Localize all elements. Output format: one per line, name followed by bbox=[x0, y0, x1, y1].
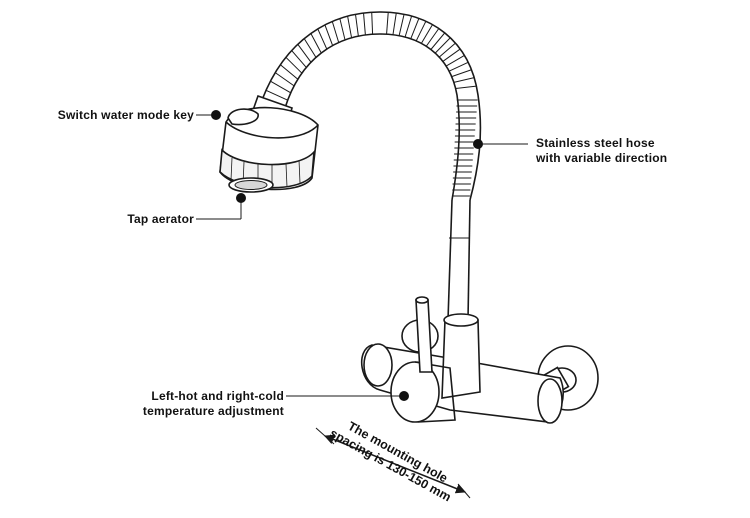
hose-ring bbox=[415, 21, 427, 42]
hose-ring bbox=[347, 16, 353, 38]
hose-ring bbox=[371, 12, 374, 35]
hose-ring bbox=[331, 21, 340, 43]
temp-label-line2: temperature adjustment bbox=[142, 404, 284, 418]
hose-label-line1: Stainless steel hose bbox=[536, 136, 655, 150]
hose-ring bbox=[430, 32, 446, 50]
hose-ring bbox=[398, 14, 405, 36]
label-tap-aerator: Tap aerator bbox=[127, 212, 194, 226]
leader-hose bbox=[473, 139, 528, 149]
hose-ring bbox=[285, 56, 303, 74]
hose-ring bbox=[324, 24, 334, 46]
hose-ring bbox=[455, 85, 477, 90]
hose-ring bbox=[420, 24, 433, 44]
spacing-dimension-arrow bbox=[324, 434, 466, 494]
hose-ring bbox=[410, 18, 420, 40]
hose-ring bbox=[442, 48, 461, 62]
hose-ring bbox=[339, 18, 346, 41]
hose-ring bbox=[392, 12, 397, 35]
hose-ring bbox=[297, 43, 312, 63]
hose-label-line2: with variable direction bbox=[536, 151, 668, 165]
hose-ring bbox=[425, 28, 440, 47]
temp-label-line1: Left-hot and right-cold bbox=[151, 389, 284, 403]
hose-ring bbox=[434, 37, 451, 54]
spray-head bbox=[219, 94, 319, 193]
hose-ring bbox=[310, 33, 322, 54]
hose-ring bbox=[453, 77, 475, 83]
temperature-dot-icon bbox=[399, 391, 409, 401]
switch-key-dot-icon bbox=[211, 110, 221, 120]
dimension-extension-right bbox=[457, 483, 471, 499]
hose-ring bbox=[291, 50, 307, 68]
label-temperature-adjustment: Left-hot and right-cold temperature adju… bbox=[120, 389, 284, 419]
hose-ring bbox=[303, 38, 317, 58]
hose-ring bbox=[274, 72, 295, 87]
hose-ring bbox=[363, 13, 366, 35]
hose-ring bbox=[448, 61, 469, 72]
hose-ring bbox=[280, 64, 299, 80]
mixer-body bbox=[360, 296, 599, 424]
hose-ring bbox=[317, 28, 328, 50]
label-switch-water-mode-key: Switch water mode key bbox=[57, 108, 194, 122]
faucet-diagram bbox=[196, 11, 599, 499]
hose-ring bbox=[445, 55, 465, 67]
hose-ring bbox=[404, 15, 413, 38]
dimension-extension-left bbox=[315, 427, 335, 445]
hose-ring bbox=[265, 89, 288, 101]
hose-ring bbox=[438, 42, 456, 58]
hose-ring bbox=[270, 80, 291, 94]
leader-switch-key bbox=[196, 110, 221, 120]
leader-temperature bbox=[286, 391, 409, 401]
leader-aerator bbox=[196, 193, 246, 220]
hose-ring bbox=[354, 14, 359, 37]
hose-ring bbox=[451, 69, 472, 78]
label-stainless-steel-hose: Stainless steel hose with variable direc… bbox=[536, 136, 667, 166]
hose-dot-icon bbox=[473, 139, 483, 149]
hose-ring bbox=[386, 12, 389, 35]
aerator-dot-icon bbox=[236, 193, 246, 203]
